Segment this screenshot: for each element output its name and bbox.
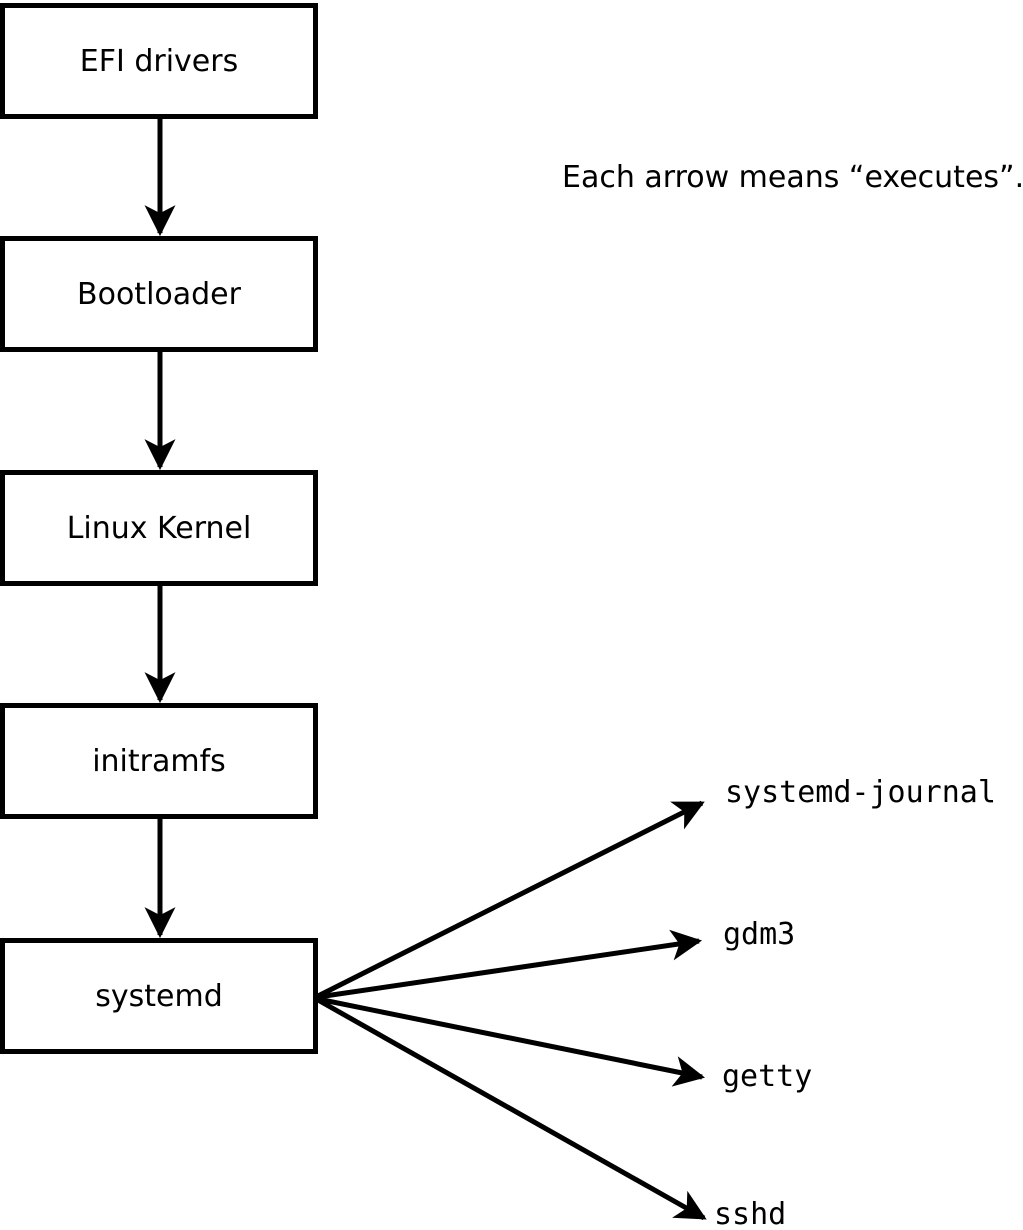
arrow-systemd-to-gdm3 xyxy=(317,929,703,1000)
node-bootloader: Bootloader xyxy=(0,236,318,352)
node-label: Linux Kernel xyxy=(67,511,252,546)
process-label-systemd-journal: systemd-journal xyxy=(725,775,996,810)
node-linux-kernel: Linux Kernel xyxy=(0,470,318,586)
node-label: Bootloader xyxy=(77,277,242,312)
node-efi-drivers: EFI drivers xyxy=(0,3,318,119)
process-label-sshd: sshd xyxy=(714,1197,786,1230)
arrow-systemd-to-journal xyxy=(316,800,705,999)
legend-note: Each arrow means “executes”. xyxy=(562,160,1023,195)
node-label: initramfs xyxy=(92,744,226,779)
node-box xyxy=(0,470,318,586)
arrow-systemd-to-sshd xyxy=(316,997,707,1221)
node-box xyxy=(0,236,318,352)
node-label: systemd xyxy=(95,979,223,1014)
node-box xyxy=(0,938,318,1054)
arrow-systemd-to-getty xyxy=(317,996,706,1087)
node-label: EFI drivers xyxy=(80,44,238,79)
process-label-getty: getty xyxy=(722,1059,812,1094)
node-initramfs: initramfs xyxy=(0,703,318,819)
process-label-gdm3: gdm3 xyxy=(723,917,795,952)
node-systemd: systemd xyxy=(0,938,318,1054)
node-box xyxy=(0,703,318,819)
node-box xyxy=(0,3,318,119)
